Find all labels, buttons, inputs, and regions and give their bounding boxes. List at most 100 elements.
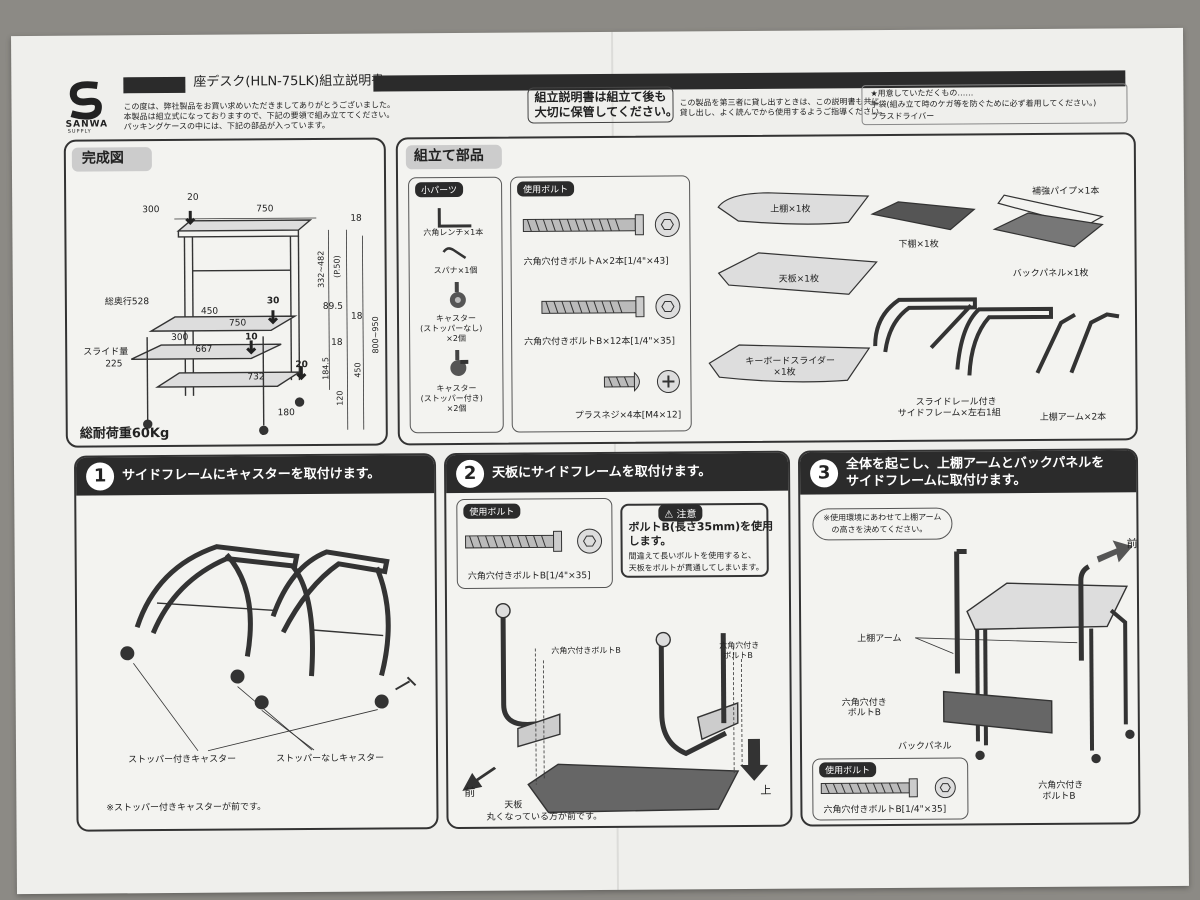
step2-panel: 2 天板にサイドフレームを取付けます。 使用ボルト 六角穴付きボルトB[1/4"… — [443, 450, 793, 830]
dim-label: 750 — [228, 318, 247, 329]
bolts-badge: 使用ボルト — [517, 181, 575, 197]
upper-arm-shape — [954, 548, 967, 674]
upper-shelf-shape — [717, 192, 870, 225]
hex-wrench-icon — [437, 208, 472, 228]
prepare-line1: 手袋(組み立て時のケガ等を防ぐために必ず着用してください。) — [870, 98, 1097, 110]
title-bar-left — [123, 76, 186, 94]
step3-bolt-box: 使用ボルト 六角穴付きボルトB[1/4"×35] — [812, 757, 969, 821]
doc-title: 座デスク(HLN-75LK)組立説明書 — [193, 73, 385, 90]
caution-badge: ⚠ 注意 — [658, 504, 703, 522]
dim-label: 10 — [245, 332, 258, 343]
keep-notice-line2: 大切に保管してください。 — [534, 104, 678, 120]
dim-label: 225 — [105, 359, 123, 370]
panel-label: サイドフレーム×左右1組 — [897, 408, 1001, 419]
caster-icon — [254, 695, 269, 710]
back-panel-label: バックパネル — [897, 741, 952, 752]
panel-label: 上棚×1枚 — [770, 204, 811, 215]
step3-title-line1: 全体を起こし、上棚アームとバックパネルを — [845, 455, 1105, 473]
caster-stopper-icon — [450, 349, 469, 376]
rounded-note: 丸くなっている方が前です。 — [486, 811, 603, 823]
dim-label: 20 — [187, 192, 199, 203]
dim-label: 89.5 — [322, 301, 343, 312]
dim-label: 450 — [200, 306, 219, 317]
step2-title: 天板にサイドフレームを取付けます。 — [492, 464, 712, 481]
dim-label: 300 — [171, 332, 189, 343]
step1-number: 1 — [85, 462, 115, 491]
dim-label: 184.5 — [321, 356, 331, 380]
step1-panel: 1 サイドフレームにキャスターを取付けます。 — [73, 453, 439, 832]
label-nostopper-caster: ストッパーなしキャスター — [276, 753, 385, 765]
top-board-shape — [527, 763, 740, 814]
panel-label: 天板×1枚 — [778, 274, 820, 285]
keep-notice-line1: 組立説明書は組立て後も — [534, 89, 667, 105]
bolt-a-icon — [522, 212, 680, 238]
keep-notice-box: 組立説明書は組立て後も 大切に保管してください。 — [527, 86, 678, 124]
arrow-down-icon — [740, 738, 769, 781]
up-label: 上 — [760, 783, 772, 797]
upper-arm-shape — [1035, 312, 1076, 374]
part-label: キャスター — [435, 313, 477, 324]
arrow-down-icon — [267, 310, 279, 325]
step1-drawing — [120, 544, 417, 752]
dim-label: (P.50) — [332, 255, 342, 278]
logo-sub: SUPPLY — [67, 128, 92, 135]
bolt-right-label: ボルトB — [1042, 791, 1076, 802]
arrow-down-icon — [246, 340, 257, 355]
bolt-b-icon — [465, 528, 603, 554]
dim-label: 750 — [256, 204, 274, 215]
step1-header: 1 サイドフレームにキャスターを取付けます。 — [75, 455, 435, 496]
arrow-down-icon — [185, 210, 196, 225]
dim-label: 30 — [266, 296, 280, 307]
parts-title-tab: 組立て部品 — [405, 144, 502, 170]
intro-text: この度は、弊社製品をお買い求めいただきましてありがとうございました。 本製品は組… — [11, 28, 1183, 131]
casters — [120, 646, 389, 710]
caution-line4: 天板をボルトが貫通してしまいます。 — [628, 562, 764, 573]
parts-panel: 組立て部品 小パーツ 六角レンチ×1本 スパナ×1個 キャスター (ストッパーな… — [395, 132, 1138, 446]
part-label: (ストッパーなし) — [420, 323, 483, 334]
caution-line1: ボルトB(長さ35mm)を使用 — [628, 519, 774, 534]
instruction-sheet: SANWA SUPPLY 座デスク(HLN-75LK)組立説明書 この度は、弊社… — [11, 27, 1189, 895]
arrow-down-icon — [296, 366, 307, 381]
step2-bolt-name: 六角穴付きボルトB[1/4"×35] — [467, 571, 591, 582]
part-label: 六角レンチ×1本 — [423, 227, 484, 238]
dim-label: 450 — [353, 362, 363, 378]
step2-bolts-badge: 使用ボルト — [463, 503, 521, 519]
step3-front-label: 前 — [1126, 537, 1138, 551]
top-board-shape — [966, 582, 1128, 631]
bolt-b-icon — [820, 777, 956, 799]
caution-line2: します。 — [628, 534, 672, 548]
prepare-line2: プラスドライバー — [870, 111, 935, 122]
sanwa-logo-mark — [69, 81, 102, 120]
dim-label: 120 — [335, 390, 345, 406]
part-label: キャスター — [436, 383, 477, 394]
bolt-right-label: 六角穴付き — [1038, 780, 1084, 791]
part-label: (ストッパー付き) — [420, 393, 483, 404]
side-frame-left-shape — [873, 297, 977, 353]
top-board-label: 天板 — [504, 800, 523, 811]
step2-header: 2 天板にサイドフレームを取付けます。 — [445, 452, 789, 494]
step3-drawing — [915, 540, 1135, 764]
caster-icon — [230, 669, 245, 684]
top-board-shape — [717, 252, 878, 295]
dim-label: 667 — [195, 344, 213, 355]
dim-label: 総奥行528 — [104, 297, 150, 308]
desk-drawing — [130, 210, 365, 436]
dim-label: 732 — [247, 372, 265, 383]
lower-shelf-shape — [870, 201, 976, 231]
step3-bolt-name: 六角穴付きボルトB[1/4"×35] — [823, 804, 947, 816]
small-parts-badge: 小パーツ — [415, 181, 463, 198]
bolts-box: 使用ボルト 六角穴付きボルトA×2本[1/4"×43] 六角穴付きボルトB×12… — [510, 175, 692, 433]
part-label: ×2個 — [446, 333, 466, 344]
panel-label: ×1枚 — [773, 367, 796, 378]
panel-label: スライドレール付き — [915, 397, 997, 408]
step2-bolt-box: 使用ボルト 六角穴付きボルトB[1/4"×35] — [456, 497, 613, 590]
third-party-line: 貸し出し、よく読んでから使用するようご指導ください。 — [679, 106, 888, 118]
bolt-label: プラスネジ×4本[M4×12] — [574, 410, 682, 422]
dim-label: 300 — [142, 205, 160, 216]
step2-number: 2 — [455, 459, 485, 489]
part-label: ×2個 — [446, 403, 467, 414]
dim-label: 18 — [331, 337, 343, 348]
dim-label: 332~482 — [316, 250, 326, 288]
step3-number: 3 — [809, 459, 839, 488]
back-panel-shape — [992, 212, 1104, 248]
